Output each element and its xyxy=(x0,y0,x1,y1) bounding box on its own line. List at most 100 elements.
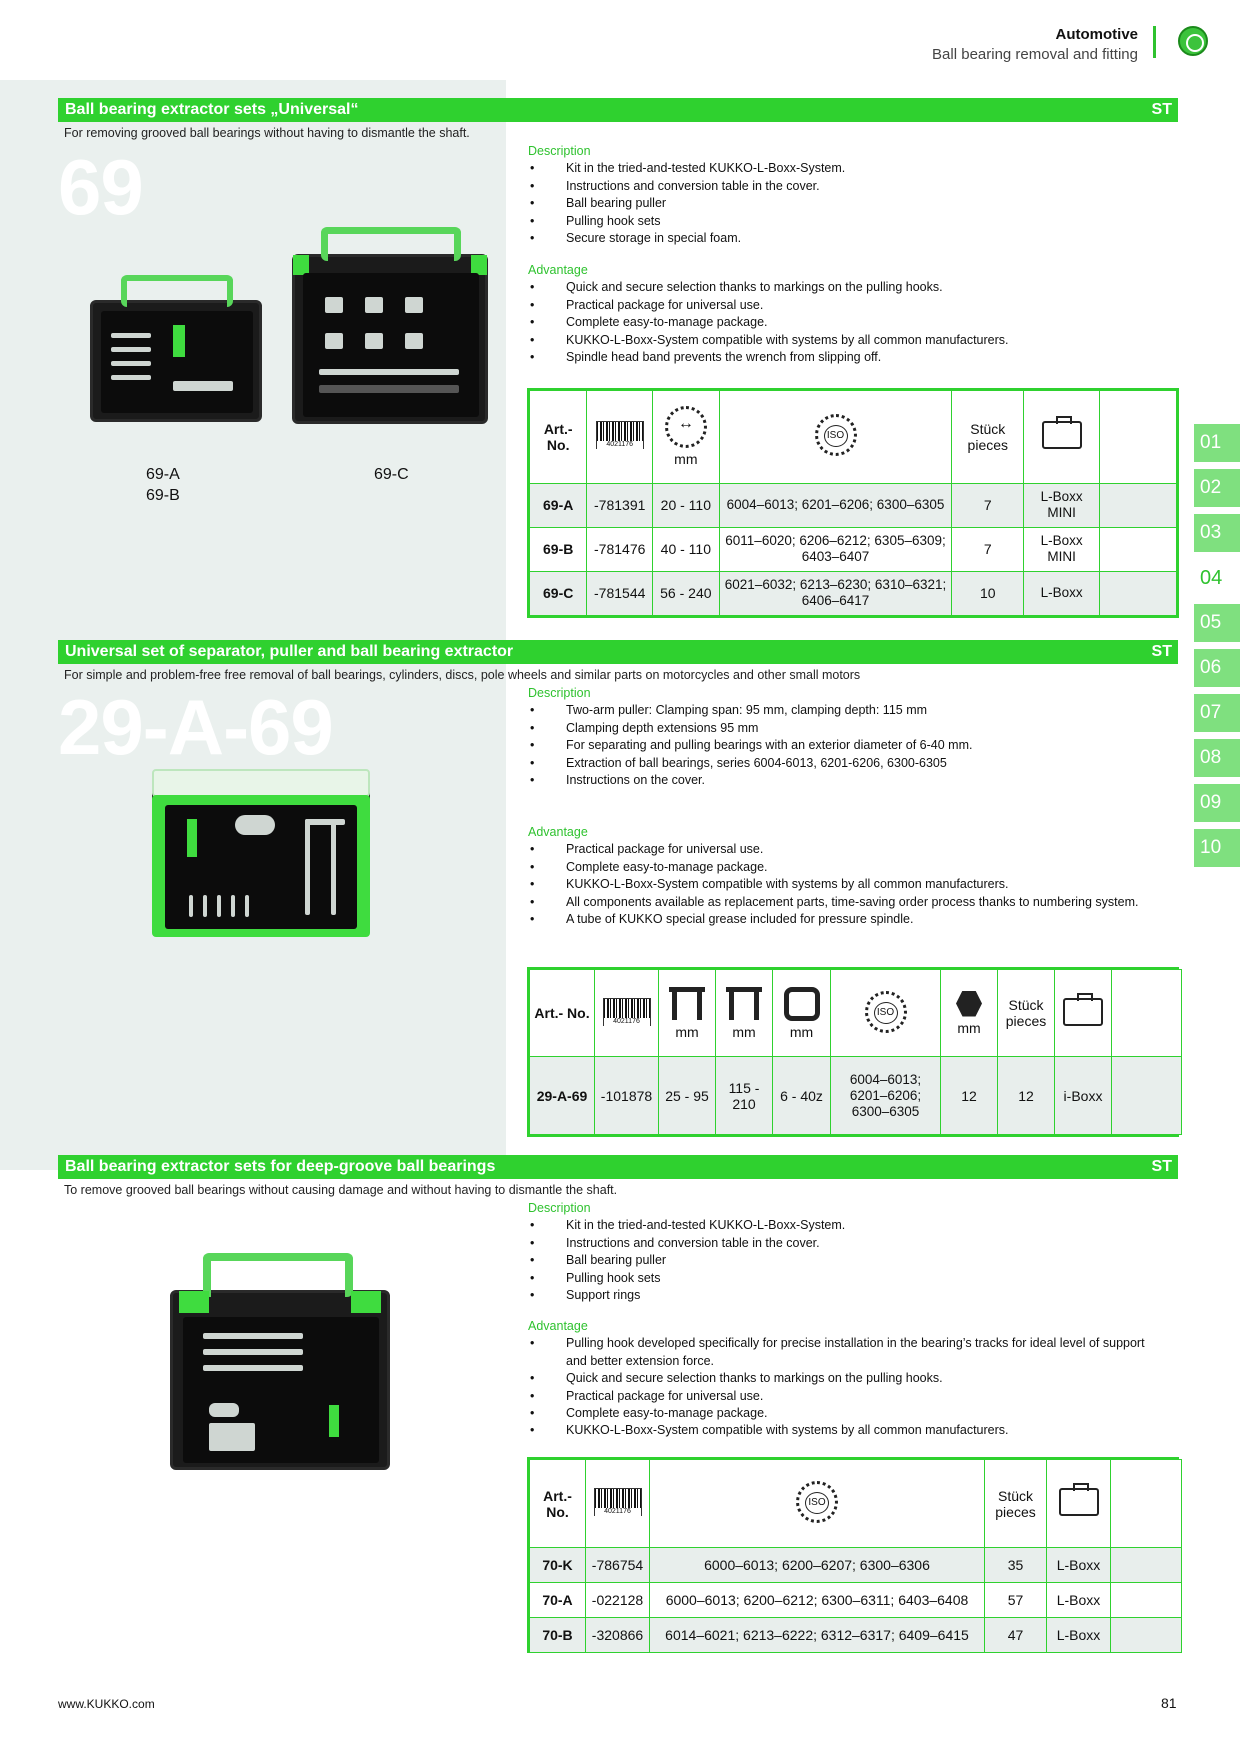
case-icon xyxy=(1041,416,1082,450)
description-list: Kit in the tried-and-tested KUKKO-L-Boxx… xyxy=(528,160,1148,247)
description-block: Description Two-arm puller: Clamping spa… xyxy=(528,685,1148,790)
list-item: KUKKO-L-Boxx-System compatible with syst… xyxy=(528,876,1148,894)
iso-bearing-icon: ISO xyxy=(864,990,907,1033)
list-item: Practical package for universal use. xyxy=(528,297,1148,315)
chapter-tab-06[interactable]: 06 xyxy=(1194,649,1240,687)
barcode-icon: 4021176 xyxy=(595,421,644,450)
kukko-logo-icon xyxy=(1178,26,1208,56)
iso-bearing-icon: ISO xyxy=(796,1481,838,1523)
chapter-tab-07[interactable]: 07 xyxy=(1194,694,1240,732)
advantage-block: Advantage Quick and secure selection tha… xyxy=(528,262,1148,367)
list-item: Extraction of ball bearings, series 6004… xyxy=(528,755,1148,773)
clamping-span-icon xyxy=(669,986,705,1021)
art-no-header: Art.- No. xyxy=(529,969,595,1057)
section-title: Ball bearing extractor sets „Universal“ xyxy=(65,101,359,118)
description-block: Description Kit in the tried-and-tested … xyxy=(528,1200,1148,1305)
unit-mm: mm xyxy=(674,451,698,468)
chapter-tab-10[interactable]: 10 xyxy=(1194,829,1240,867)
st-badge: ST xyxy=(1151,1158,1172,1175)
list-item: A tube of KUKKO special grease included … xyxy=(528,911,1148,929)
art-no: 69-A xyxy=(528,482,588,528)
description-label: Description xyxy=(528,144,591,158)
footer-url[interactable]: www.KUKKO.com xyxy=(58,1697,155,1711)
bearing-diameter-icon xyxy=(664,406,707,449)
chapter-tab-01[interactable]: 01 xyxy=(1194,424,1240,462)
chapter-tab-02[interactable]: 02 xyxy=(1194,469,1240,507)
description-label: Description xyxy=(528,686,591,700)
art-no-header: Art.- No. xyxy=(528,390,588,484)
list-item: All components available as replacement … xyxy=(528,894,1148,912)
list-item: KUKKO-L-Boxx-System compatible with syst… xyxy=(528,1422,1148,1440)
chapter-tab-03[interactable]: 03 xyxy=(1194,514,1240,552)
pieces-header: Stück pieces xyxy=(997,969,1055,1057)
product-photo-29-a-69 xyxy=(152,769,370,937)
art-no: 70-B xyxy=(529,1617,586,1653)
section-subtitle: For simple and problem-free free removal… xyxy=(64,668,861,682)
art-no-header: Art.- No. xyxy=(529,1459,586,1548)
pieces-header: Stück pieces xyxy=(984,1459,1047,1548)
chapter-tab-08[interactable]: 08 xyxy=(1194,739,1240,777)
advantage-list: Practical package for universal use.Comp… xyxy=(528,841,1148,928)
st-badge: ST xyxy=(1151,643,1172,660)
clamping-depth-icon xyxy=(726,986,762,1021)
article-number-watermark: 29-A-69 xyxy=(58,683,334,771)
list-item: Instructions and conversion table in the… xyxy=(528,178,1148,196)
list-item: Instructions on the cover. xyxy=(528,772,1148,790)
header-divider xyxy=(1153,26,1156,58)
list-item: Instructions and conversion table in the… xyxy=(528,1235,1148,1253)
section-title-bar: Ball bearing extractor sets „Universal“ … xyxy=(58,98,1178,122)
list-item: Spindle head band prevents the wrench fr… xyxy=(528,349,1148,367)
product-photo-69-a xyxy=(90,275,262,422)
separator-icon xyxy=(783,986,820,1021)
advantage-list: Pulling hook developed specifically for … xyxy=(528,1335,1148,1440)
hex-size-icon xyxy=(956,990,982,1017)
description-block: Description Kit in the tried-and-tested … xyxy=(528,143,1148,248)
header-subtitle: Ball bearing removal and fitting xyxy=(932,46,1138,63)
list-item: Complete easy-to-manage package. xyxy=(528,1405,1148,1423)
chapter-tab-05[interactable]: 05 xyxy=(1194,604,1240,642)
list-item: Complete easy-to-manage package. xyxy=(528,314,1148,332)
list-item: Quick and secure selection thanks to mar… xyxy=(528,279,1148,297)
art-no: 70-A xyxy=(529,1582,586,1618)
product-label-69-a: 69-A xyxy=(146,466,180,483)
page-header: Automotive Ball bearing removal and fitt… xyxy=(932,26,1138,63)
list-item: Complete easy-to-manage package. xyxy=(528,859,1148,877)
advantage-list: Quick and secure selection thanks to mar… xyxy=(528,279,1148,366)
product-label-69-b: 69-B xyxy=(146,487,180,504)
product-photo-70 xyxy=(170,1253,390,1470)
art-no: 29-A-69 xyxy=(529,1056,595,1135)
art-no: 69-B xyxy=(528,526,588,572)
list-item: Support rings xyxy=(528,1287,1148,1305)
section-title: Ball bearing extractor sets for deep-gro… xyxy=(65,1158,496,1175)
chapter-tab-04[interactable]: 04 xyxy=(1194,559,1240,597)
section-subtitle: To remove grooved ball bearings without … xyxy=(64,1183,618,1197)
list-item: Ball bearing puller xyxy=(528,1252,1148,1270)
spec-table-69: Art.- No. 4021176 mm ISO Stück pieces 69… xyxy=(527,388,1179,618)
chapter-tab-09[interactable]: 09 xyxy=(1194,784,1240,822)
description-label: Description xyxy=(528,1201,591,1215)
product-label-69-c: 69-C xyxy=(374,466,409,483)
advantage-block: Advantage Practical package for universa… xyxy=(528,824,1148,929)
list-item: Kit in the tried-and-tested KUKKO-L-Boxx… xyxy=(528,160,1148,178)
list-item: Quick and secure selection thanks to mar… xyxy=(528,1370,1148,1388)
advantage-label: Advantage xyxy=(528,263,588,277)
section-subtitle: For removing grooved ball bearings witho… xyxy=(64,126,470,140)
list-item: Pulling hook developed specifically for … xyxy=(528,1335,1148,1370)
barcode-icon: 4021176 xyxy=(602,997,651,1026)
st-badge: ST xyxy=(1151,101,1172,118)
case-icon xyxy=(1058,1483,1099,1516)
advantage-block: Advantage Pulling hook developed specifi… xyxy=(528,1318,1148,1440)
page-number: 81 xyxy=(1161,1695,1177,1711)
iso-bearing-icon: ISO xyxy=(814,414,857,457)
list-item: Ball bearing puller xyxy=(528,195,1148,213)
list-item: Clamping depth extensions 95 mm xyxy=(528,720,1148,738)
list-item: KUKKO-L-Boxx-System compatible with syst… xyxy=(528,332,1148,350)
section-title-bar: Ball bearing extractor sets for deep-gro… xyxy=(58,1155,1178,1179)
list-item: Pulling hook sets xyxy=(528,1270,1148,1288)
list-item: For separating and pulling bearings with… xyxy=(528,737,1148,755)
article-number-watermark: 70 xyxy=(58,1198,144,1286)
section-title: Universal set of separator, puller and b… xyxy=(65,643,514,660)
